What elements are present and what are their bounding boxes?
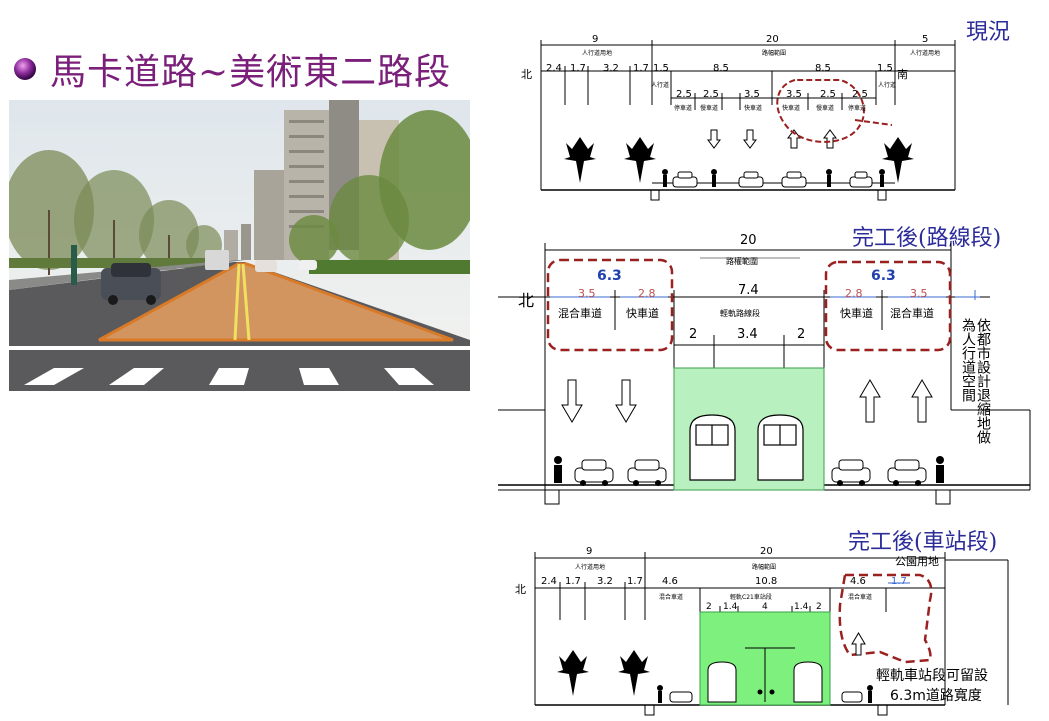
bullet-icon <box>14 58 36 80</box>
dim-label: 1.7 <box>570 63 586 74</box>
svg-text:停車道: 停車道 <box>674 104 692 112</box>
svg-text:人行道用地: 人行道用地 <box>582 49 612 57</box>
svg-text:快車道: 快車道 <box>744 104 762 112</box>
dim-label: 4.6 <box>850 576 866 587</box>
width-label: 5 <box>922 34 929 45</box>
dim-label: 1.4 <box>794 602 809 612</box>
svg-text:輕軌C21車站段: 輕軌C21車站段 <box>730 593 772 601</box>
dim-label: 2 <box>816 602 822 612</box>
dim-label: 2.5 <box>676 89 692 100</box>
north-label: 北 <box>515 583 526 596</box>
dim-label: 3.2 <box>603 63 619 74</box>
dim-label: 1.5 <box>653 63 669 74</box>
svg-text:人行道: 人行道 <box>878 81 896 89</box>
dim-label: 3.5 <box>910 287 928 300</box>
dim-label: 4.6 <box>662 576 678 587</box>
svg-text:路權範圍: 路權範圍 <box>726 256 758 266</box>
dim-label: 1.4 <box>723 602 738 612</box>
svg-text:混合車道: 混合車道 <box>848 593 872 601</box>
lrt-width: 7.4 <box>738 283 759 298</box>
lane-name: 快車道 <box>840 307 873 320</box>
total-width: 20 <box>740 233 757 248</box>
street-photo <box>9 100 470 391</box>
title-area: 馬卡道路~美術東二路段 <box>12 44 451 94</box>
note-line-2: 6.3m道路寬度 <box>890 688 982 704</box>
width-label: 20 <box>766 34 779 45</box>
dim-label: 3.5 <box>578 287 596 300</box>
after-station-label: 完工後(車站段) <box>848 530 998 555</box>
north-label: 北 <box>521 68 532 81</box>
side-note: 依都市設計退縮地做為人行道空間 <box>960 318 991 444</box>
dim-label: 2.8 <box>845 287 863 300</box>
dim-label: 1.7 <box>565 576 581 587</box>
dim-label: 2 <box>706 602 712 612</box>
note-line-1: 輕軌車站段可留設 <box>876 668 988 684</box>
width-label: 9 <box>592 34 599 45</box>
south-label: 南 <box>897 68 908 81</box>
dim-label: 2 <box>797 327 806 342</box>
dim-label: 1.5 <box>877 63 893 74</box>
svg-text:慢車道: 慢車道 <box>816 104 834 112</box>
svg-text:輕軌路線段: 輕軌路線段 <box>720 308 760 318</box>
dim-label: 8.5 <box>713 63 729 74</box>
dim-label: 2.5 <box>820 89 836 100</box>
dim-label: 2.5 <box>852 89 868 100</box>
dim-label: 3.5 <box>786 89 802 100</box>
lane-name: 快車道 <box>626 307 659 320</box>
dim-label: 3.2 <box>597 576 613 587</box>
svg-text:停車道: 停車道 <box>848 104 866 112</box>
dim-label: 2 <box>689 327 698 342</box>
svg-text:路幅範圍: 路幅範圍 <box>762 49 786 57</box>
svg-text:路幅範圍: 路幅範圍 <box>752 563 776 571</box>
dim-label: 2.5 <box>703 89 719 100</box>
svg-text:慢車道: 慢車道 <box>700 104 718 112</box>
width-label: 9 <box>586 546 593 557</box>
dim-label: 8.5 <box>815 63 831 74</box>
north-label: 北 <box>518 291 535 310</box>
svg-text:快車道: 快車道 <box>782 104 800 112</box>
dim-label: 2.4 <box>546 63 562 74</box>
dim-label: 4 <box>762 602 768 612</box>
park-label: 公園用地 <box>895 555 939 568</box>
dim-label: 1.7 <box>891 576 907 587</box>
current-label: 現況 <box>966 20 1011 45</box>
dim-label: 2.4 <box>541 576 557 587</box>
group-width: 6.3 <box>871 268 896 284</box>
dim-label: 1.7 <box>633 63 649 74</box>
dim-label: 1.7 <box>627 576 643 587</box>
dim-label: 3.5 <box>744 89 760 100</box>
svg-text:混合車道: 混合車道 <box>659 593 683 601</box>
group-width: 6.3 <box>597 268 622 284</box>
svg-text:人行道用地: 人行道用地 <box>575 563 605 571</box>
svg-text:人行道: 人行道 <box>651 81 669 89</box>
dim-label: 3.4 <box>737 327 758 342</box>
lane-name: 混合車道 <box>890 307 934 320</box>
page-title: 馬卡道路~美術東二路段 <box>50 52 452 93</box>
svg-text:人行道用地: 人行道用地 <box>910 49 940 57</box>
after-route-label: 完工後(路線段) <box>852 226 1002 251</box>
width-label: 20 <box>760 546 773 557</box>
dim-label: 10.8 <box>755 576 778 587</box>
dim-label: 2.8 <box>638 287 656 300</box>
lane-name: 混合車道 <box>558 307 602 320</box>
